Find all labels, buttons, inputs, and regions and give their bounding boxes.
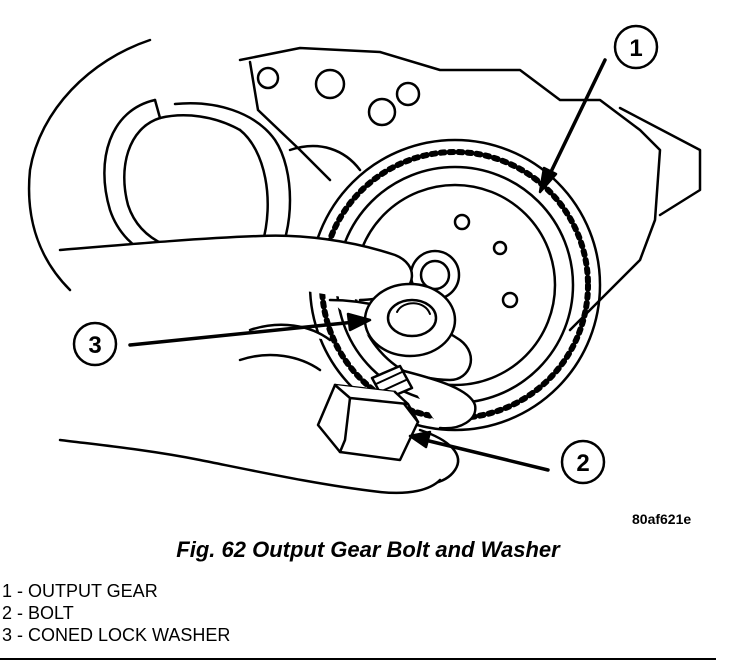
figure-caption: Fig. 62 Output Gear Bolt and Washer xyxy=(176,537,560,562)
legend-item-output-gear: 1 - OUTPUT GEAR xyxy=(2,581,158,601)
legend-item-coned-lock-washer: 3 - CONED LOCK WASHER xyxy=(2,625,231,645)
hand xyxy=(58,234,477,495)
callout-1: 1 xyxy=(613,24,659,70)
bottom-rule xyxy=(0,658,716,660)
callout-1-label: 1 xyxy=(629,35,642,62)
legend: 1 - OUTPUT GEAR 2 - BOLT 3 - CONED LOCK … xyxy=(2,580,230,646)
callout-3: 3 xyxy=(72,321,118,367)
housing xyxy=(27,38,702,332)
callout-arrows xyxy=(128,58,607,472)
image-code: 80af621e xyxy=(632,511,692,527)
coned-lock-washer xyxy=(363,282,457,358)
callout-2: 2 xyxy=(560,439,606,485)
technical-illustration: 1 3 2 xyxy=(27,24,702,495)
legend-item-bolt: 2 - BOLT xyxy=(2,603,74,623)
callout-3-label: 3 xyxy=(88,332,101,359)
callout-2-label: 2 xyxy=(576,450,589,477)
bolt xyxy=(316,364,420,462)
